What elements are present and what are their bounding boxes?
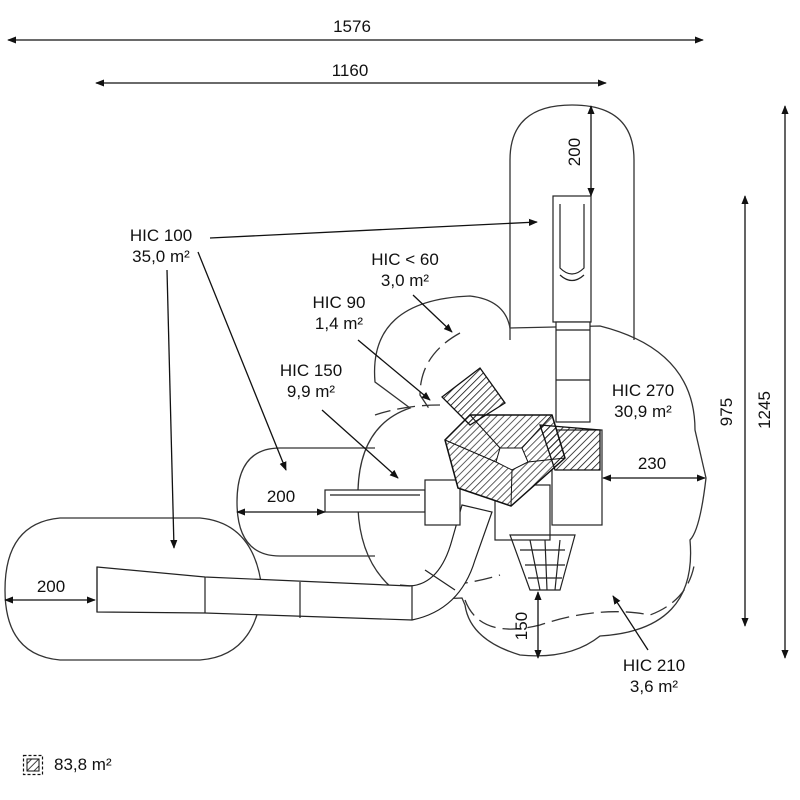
- zone-hic100-area: 35,0 m²: [132, 247, 190, 266]
- climbing-net: [509, 534, 576, 591]
- zone-hic210-area: 3,6 m²: [630, 677, 679, 696]
- zone-hic150-area: 9,9 m²: [287, 382, 336, 401]
- safety-zones: [4, 104, 707, 661]
- zone-hic90-hic: HIC 90: [313, 293, 366, 312]
- dim-200-mid-label: 200: [267, 487, 295, 506]
- dim-230-label: 230: [638, 454, 666, 473]
- total-area-label: 83,8 m²: [54, 755, 112, 774]
- zone-hic210-hic: HIC 210: [623, 656, 685, 675]
- leader-hic100-b: [197, 251, 287, 471]
- dim-1160-label: 1160: [332, 61, 369, 80]
- dim-975-label: 975: [717, 398, 736, 426]
- roof: [441, 367, 601, 507]
- zone-hic270-hic: HIC 270: [612, 381, 674, 400]
- slide-top-zone: [509, 104, 635, 340]
- dim-150-label: 150: [512, 612, 531, 640]
- dim-1576-label: 1576: [333, 17, 371, 36]
- leader-hic60: [412, 294, 453, 333]
- leader-hic100-a: [209, 218, 538, 239]
- zone-hic60-hic: HIC < 60: [371, 250, 439, 269]
- leader-hic210: [612, 595, 649, 651]
- left-slide: [324, 489, 426, 513]
- inner-zone-c: [464, 559, 696, 630]
- long-tube-slide: [96, 504, 493, 621]
- zone-hic60-area: 3,0 m²: [381, 271, 430, 290]
- zone-hic150-hic: HIC 150: [280, 361, 342, 380]
- inner-zone-b: [419, 332, 461, 411]
- dim-200-top-label: 200: [565, 138, 584, 166]
- leader-hic90: [357, 339, 431, 401]
- top-slide: [552, 195, 592, 323]
- dimension-lines: [4, 36, 789, 659]
- dim-200-left-label: 200: [37, 577, 65, 596]
- zone-hic90-area: 1,4 m²: [315, 314, 364, 333]
- vertical-tube: [555, 321, 591, 423]
- slide-left-zone: [236, 447, 375, 557]
- leader-arrows: [166, 218, 649, 651]
- zone-hic270-area: 30,9 m²: [614, 402, 672, 421]
- zone-hic100-hic: HIC 100: [130, 226, 192, 245]
- legend: 83,8 m²: [22, 752, 112, 778]
- inner-zone-a: [374, 404, 441, 416]
- tube-slide-zone: [4, 517, 263, 661]
- hatched-square-icon: [22, 754, 44, 776]
- leader-hic150: [321, 409, 399, 479]
- main-zone: [357, 295, 707, 657]
- dim-1245-label: 1245: [755, 391, 774, 429]
- deck-left: [424, 479, 461, 526]
- leader-hic100-c: [166, 269, 178, 549]
